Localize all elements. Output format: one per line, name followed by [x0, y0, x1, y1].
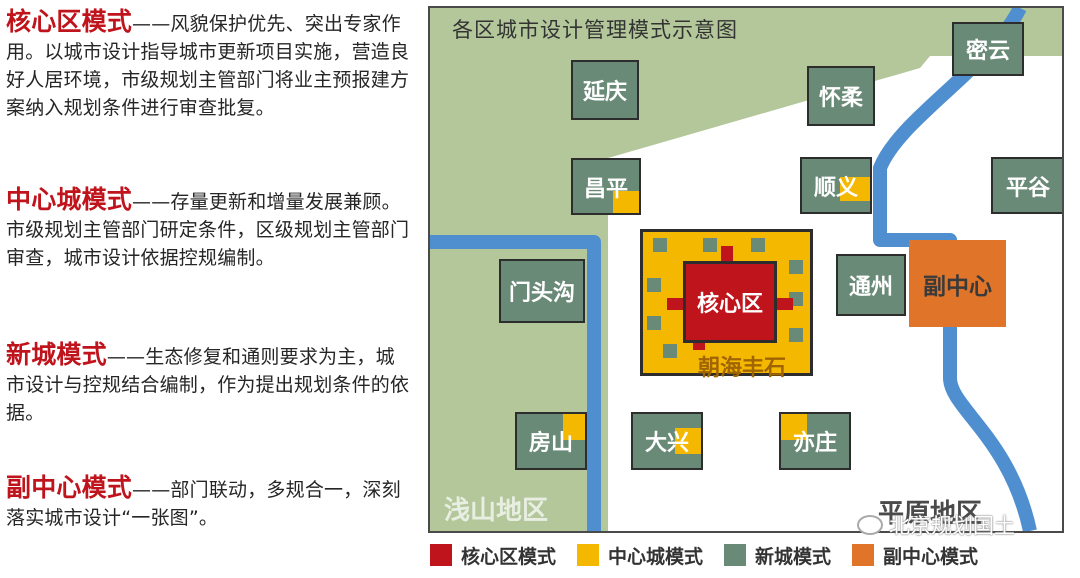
area-label-west: 浅山地区 — [444, 496, 549, 526]
legend-label-core: 核心区模式 — [461, 545, 557, 568]
core-mode-dash: —— — [132, 13, 171, 35]
district-pinggu: 平谷 — [991, 157, 1062, 214]
newcity-mode-title: 新城模式 — [6, 340, 107, 369]
legend-swatch-newcity — [724, 544, 747, 566]
district-mentougou: 门头沟 — [499, 259, 585, 323]
ring-newcity-patch — [703, 238, 717, 252]
subcenter-mode-title: 副中心模式 — [6, 473, 133, 502]
ring-newcity-patch — [751, 238, 765, 252]
core-mode-paragraph: 核心区模式——风貌保护优先、突出专家作用。以城市设计指导城市更新项目实施，营造良… — [6, 8, 411, 122]
district-yanqing: 延庆 — [571, 60, 639, 120]
newcity-mode-dash: —— — [106, 346, 146, 368]
legend-swatch-central — [577, 544, 600, 566]
core-mode-title: 核心区模式 — [6, 7, 133, 36]
legend: 核心区模式 中心城模式 新城模式 副中心模式 — [430, 540, 1075, 570]
core-area: 核心区 — [683, 261, 777, 343]
ring-newcity-patch — [647, 278, 661, 292]
ring-newcity-patch — [663, 344, 677, 358]
watermark: 北京规划国土 — [857, 510, 1015, 540]
map-title: 各区城市设计管理模式示意图 — [452, 18, 738, 42]
district-daxing-label: 大兴 — [644, 431, 689, 456]
ring-core-arm — [777, 298, 793, 310]
sub-center: 副中心 — [909, 240, 1006, 327]
legend-label-central: 中心城模式 — [608, 545, 704, 568]
district-map: 各区城市设计管理模式示意图 延庆 怀柔 密云 昌平 顺义 平谷 门头沟 通州 房… — [428, 6, 1064, 533]
sub-center-label: 副中心 — [923, 273, 992, 300]
river-west — [430, 235, 601, 531]
legend-swatch-core — [430, 544, 452, 566]
legend-item-subcenter: 副中心模式 — [852, 542, 978, 569]
subcenter-mode-dash: —— — [132, 479, 171, 501]
district-tongzhou-label: 通州 — [848, 275, 893, 300]
yizhuang-central-patch — [781, 414, 807, 440]
ring-newcity-patch — [789, 328, 803, 342]
ring-core-arm — [667, 298, 685, 310]
district-daxing: 大兴 — [631, 412, 703, 470]
central-mode-paragraph: 中心城模式——存量更新和增量发展兼顾。市级规划主管部门研定条件，区级规划主管部门… — [6, 186, 411, 272]
central-city-ring — [640, 229, 813, 376]
district-miyun-label: 密云 — [965, 39, 1010, 64]
area-label-plain: 平原地区 — [878, 499, 983, 529]
district-changping-label: 昌平 — [583, 176, 628, 202]
legend-item-core: 核心区模式 — [430, 542, 556, 569]
core-mode-body: 风貌保护优先、突出专家作用。以城市设计指导城市更新项目实施，营造良好人居环境，市… — [6, 13, 410, 119]
district-yizhuang: 亦庄 — [779, 412, 851, 470]
district-huairou: 怀柔 — [807, 66, 875, 126]
district-yanqing-label: 延庆 — [582, 80, 627, 105]
legend-label-subcenter: 副中心模式 — [883, 545, 979, 568]
ring-newcity-patch — [653, 238, 667, 252]
district-tongzhou: 通州 — [836, 254, 906, 316]
legend-item-central: 中心城模式 — [577, 542, 703, 569]
wechat-icon — [857, 515, 883, 535]
district-pinggu-label: 平谷 — [1005, 175, 1050, 201]
newcity-mode-body: 生态修复和通则要求为主，城市设计与控规结合编制，作为提出规划条件的依据。 — [6, 346, 410, 424]
district-huairou-label: 怀柔 — [818, 86, 863, 111]
subcenter-mode-body: 部门联动，多规合一，深刻落实城市设计“一张图”。 — [6, 479, 401, 529]
fangshan-central-patch — [563, 414, 585, 440]
district-fangshan-label: 房山 — [528, 431, 573, 456]
core-area-label: 核心区 — [696, 292, 763, 317]
subcenter-mode-paragraph: 副中心模式——部门联动，多规合一，深刻落实城市设计“一张图”。 — [6, 474, 411, 532]
district-yizhuang-label: 亦庄 — [792, 431, 837, 456]
legend-swatch-subcenter — [852, 544, 875, 566]
central-mode-body: 存量更新和增量发展兼顾。市级规划主管部门研定条件，区级规划主管部门审查，城市设计… — [6, 191, 410, 269]
district-miyun: 密云 — [952, 22, 1024, 76]
legend-label-newcity: 新城模式 — [755, 545, 832, 568]
central-mode-title: 中心城模式 — [6, 185, 133, 214]
district-shunyi-label: 顺义 — [813, 175, 858, 201]
ring-core-arm — [721, 246, 733, 262]
ring-label: 朝海丰石 — [698, 356, 787, 381]
legend-item-newcity: 新城模式 — [724, 542, 831, 569]
central-mode-dash: —— — [132, 191, 171, 213]
newcity-mode-paragraph: 新城模式——生态修复和通则要求为主，城市设计与控规结合编制，作为提出规划条件的依… — [6, 341, 411, 427]
district-changping: 昌平 — [571, 158, 641, 215]
ring-newcity-patch — [647, 316, 661, 330]
daxing-central-patch — [675, 428, 701, 454]
district-fangshan: 房山 — [515, 412, 587, 470]
district-mentougou-label: 门头沟 — [508, 281, 575, 306]
ring-newcity-patch — [789, 260, 803, 274]
district-shunyi: 顺义 — [800, 157, 872, 214]
changping-central-patch — [613, 191, 639, 213]
watermark-text: 北京规划国土 — [889, 514, 1015, 538]
shunyi-central-patch — [840, 177, 870, 201]
